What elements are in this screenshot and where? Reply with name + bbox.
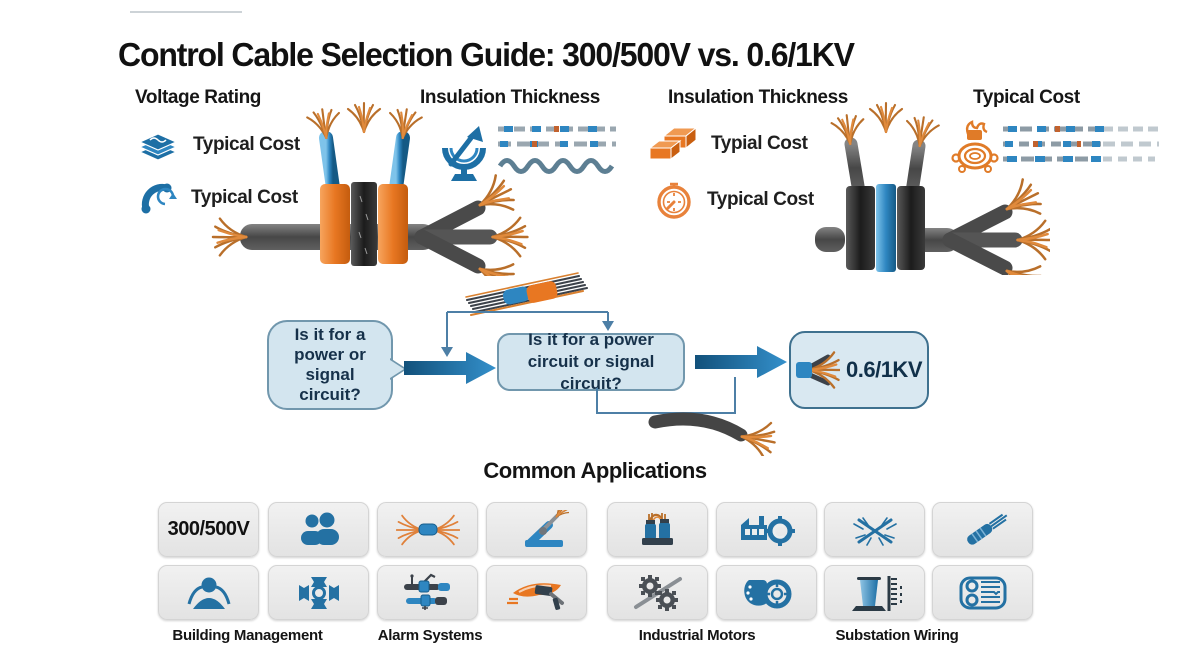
tile-puzzle <box>268 565 369 620</box>
dashed-wire-rows-icon <box>498 126 616 174</box>
feature-label: Typical Cost <box>707 189 814 210</box>
insulation-thickness-right-header: Insulation Thickness <box>668 87 848 108</box>
feature-typical-cost-money: Typical Cost <box>136 128 300 162</box>
factory-gear-icon <box>740 515 795 546</box>
stripped-cable-end-icon <box>796 351 840 389</box>
panel-icon <box>959 576 1006 609</box>
insulation-thickness-left-header: Insulation Thickness <box>420 87 600 108</box>
flow-result-box: 0.6/1KV <box>789 331 929 409</box>
tile-winding <box>824 565 925 620</box>
caption-building-management: Building Management <box>172 627 323 644</box>
wire-spool-icon <box>951 120 999 173</box>
person-icon <box>187 577 230 609</box>
pump-icon <box>743 579 791 608</box>
flow-arrow-1 <box>404 352 496 384</box>
feature-label: Typical Cost <box>191 187 298 208</box>
feature-label: Typical Cost <box>193 134 300 155</box>
tile-voltage-300-500v: 300/500V <box>158 502 259 557</box>
flow-question-2: Is it for a power circuit or signal circ… <box>497 330 685 393</box>
flow-result-label: 0.6/1KV <box>846 357 923 382</box>
tile-terminals <box>607 502 708 557</box>
tile-panel <box>932 565 1033 620</box>
feature-typical-cost-gauge: Typical Cost <box>654 180 814 220</box>
phone-icon <box>141 183 177 214</box>
lever-tool-icon <box>524 509 569 547</box>
tile-person-group <box>158 565 259 620</box>
flow-question-1-text: Is it for a power or signal circuit? <box>294 324 366 405</box>
flow-question-1: Is it for a power or signal circuit? <box>267 320 407 410</box>
speech-tail <box>390 358 407 380</box>
tile-factory <box>716 502 817 557</box>
gears-icon <box>633 574 682 611</box>
tile-stripped-cable <box>932 502 1033 557</box>
wave-line-icon <box>498 158 615 174</box>
caption-substation-wiring: Substation Wiring <box>835 627 959 644</box>
flow-bracket-connector <box>441 311 614 357</box>
bricks-icon <box>648 126 698 161</box>
tile-voltage-label: 300/500V <box>167 518 250 540</box>
people-icon <box>300 512 339 545</box>
cable-illustration-300-500v <box>211 101 529 276</box>
tile-cable-splice <box>377 502 478 557</box>
dashed-wire-rows-icon-right <box>1003 126 1159 162</box>
typical-cost-header: Typical Cost <box>973 87 1080 108</box>
tile-cable-connector <box>377 565 478 620</box>
flow-arrow-2 <box>695 346 787 378</box>
banknotes-icon <box>138 133 178 161</box>
flow-question-2-text: Is it for a power circuit or signal circ… <box>527 329 655 394</box>
feature-typical-cost-phone: Typical Cost <box>138 180 298 216</box>
flow-return-connector <box>596 377 736 414</box>
cable-connector-icon <box>403 573 450 610</box>
feature-label: Typial Cost <box>711 133 808 154</box>
divider-line <box>130 11 242 13</box>
winding-icon <box>851 575 902 611</box>
stripped-cable-icon <box>966 513 1007 545</box>
tile-lever-tool <box>486 502 587 557</box>
cable-splice-icon <box>395 514 460 545</box>
terminals-icon <box>641 512 673 545</box>
tile-pump <box>716 565 817 620</box>
tile-drill <box>486 565 587 620</box>
common-applications-header: Common Applications <box>483 458 707 483</box>
launch-gauge-icon <box>442 126 486 181</box>
cable-illustration-06-1kv <box>815 101 1050 275</box>
tile-people <box>268 502 369 557</box>
spark-icon <box>852 516 897 546</box>
voltage-rating-header: Voltage Rating <box>135 87 261 108</box>
tile-spark <box>824 502 925 557</box>
dark-cable-graphic <box>648 412 779 456</box>
caption-industrial-motors: Industrial Motors <box>638 627 756 644</box>
page-title: Control Cable Selection Guide: 300/500V … <box>118 36 855 74</box>
caption-alarm-systems: Alarm Systems <box>377 627 483 644</box>
tile-gears <box>607 565 708 620</box>
gauge-clock-icon <box>657 182 691 219</box>
puzzle-icon <box>298 576 339 609</box>
drill-icon <box>506 582 564 610</box>
feature-typial-cost-bricks: Typial Cost <box>648 124 808 164</box>
